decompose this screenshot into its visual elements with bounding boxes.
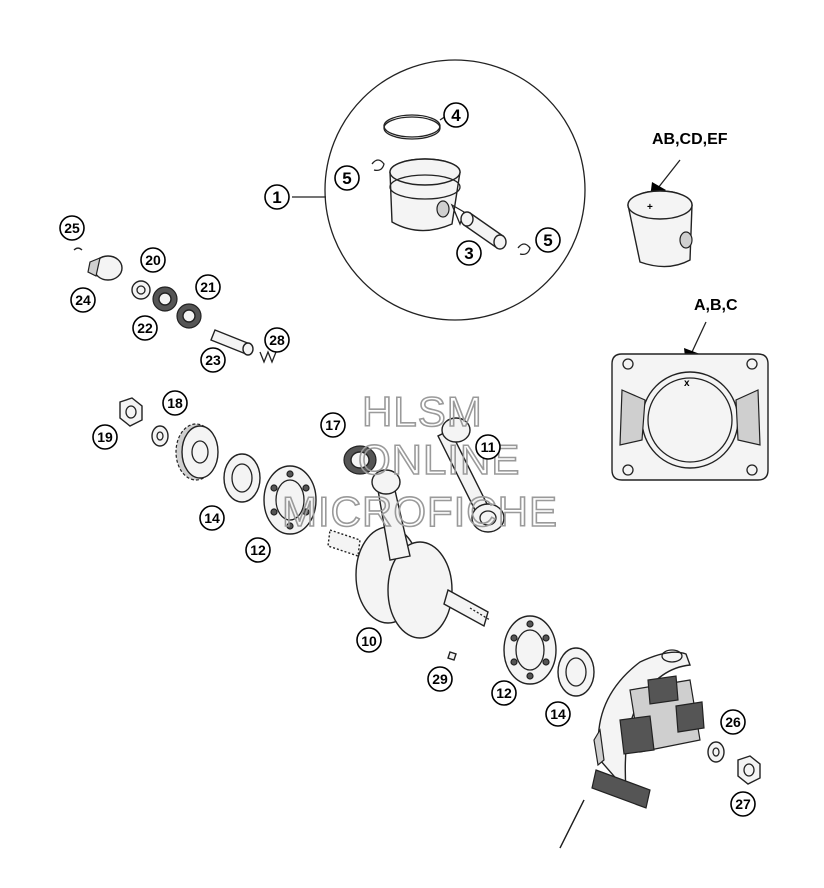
part-label: 12 [245, 537, 271, 563]
svg-text:27: 27 [735, 796, 751, 812]
right-lower-parts [447, 615, 761, 849]
svg-text:+: + [647, 202, 653, 213]
svg-text:22: 22 [137, 320, 153, 336]
svg-text:5: 5 [543, 231, 552, 250]
part-number-labels: 1 3 4 5 5 10 11 12 12 14 14 17 18 19 20 … [59, 102, 756, 817]
cylinder-marking-view: A,B,C x [611, 297, 769, 481]
part-label: 17 [320, 412, 346, 438]
cylinder-marking-label: A,B,C [694, 297, 738, 314]
piston-ring [383, 114, 447, 140]
svg-text:29: 29 [432, 671, 448, 687]
svg-text:5: 5 [342, 169, 351, 188]
svg-text:19: 19 [97, 429, 113, 445]
piston-marking-label: AB,CD,EF [652, 131, 728, 148]
svg-text:12: 12 [250, 542, 266, 558]
part-label: 4 [443, 102, 469, 128]
svg-text:26: 26 [725, 714, 741, 730]
svg-text:10: 10 [361, 633, 377, 649]
piston-kit-detail [292, 59, 586, 321]
crankshaft-assembly [327, 417, 505, 639]
svg-text:24: 24 [75, 292, 91, 308]
svg-text:11: 11 [481, 439, 496, 455]
svg-text:1: 1 [272, 188, 281, 207]
part-label: 27 [730, 791, 756, 817]
piston [389, 158, 465, 232]
svg-text:x: x [684, 378, 690, 389]
part-label: 3 [456, 240, 482, 266]
part-label: 21 [195, 274, 221, 300]
part-label: 25 [59, 215, 85, 241]
svg-text:18: 18 [167, 395, 183, 411]
svg-text:17: 17 [325, 417, 341, 433]
svg-text:14: 14 [204, 510, 220, 526]
part-label: 5 [334, 165, 360, 191]
part-label: 29 [427, 666, 453, 692]
part-label: 24 [70, 287, 96, 313]
part-label: 14 [199, 505, 225, 531]
svg-text:12: 12 [496, 685, 512, 701]
left-mid-parts [119, 397, 317, 535]
part-label: 23 [200, 347, 226, 373]
svg-text:23: 23 [205, 352, 221, 368]
watermark-line-3: MICROFICHE [282, 488, 558, 535]
part-label: 12 [491, 680, 517, 706]
svg-text:28: 28 [269, 332, 285, 348]
piston-marking-view: AB,CD,EF + [627, 131, 728, 268]
part-label: 14 [545, 701, 571, 727]
left-small-parts [73, 247, 277, 364]
part-label: 18 [162, 390, 188, 416]
svg-text:3: 3 [464, 244, 473, 263]
part-label: 1 [264, 184, 290, 210]
watermark: HLSM ONLINE MICROFICHE [281, 387, 558, 536]
circlip [371, 159, 385, 172]
piston-pin [460, 211, 507, 250]
part-label: 10 [356, 627, 382, 653]
svg-text:14: 14 [550, 706, 566, 722]
part-label: 26 [720, 709, 746, 735]
part-label: 11 [475, 434, 501, 460]
part-label: 20 [140, 247, 166, 273]
svg-text:20: 20 [145, 252, 161, 268]
part-label: 22 [132, 315, 158, 341]
part-label: 28 [264, 327, 290, 353]
svg-text:25: 25 [64, 220, 80, 236]
svg-text:21: 21 [200, 279, 216, 295]
part-label: 5 [535, 227, 561, 253]
watermark-line-1: HLSM [362, 388, 483, 435]
part-label: 19 [92, 424, 118, 450]
svg-text:4: 4 [451, 106, 461, 125]
